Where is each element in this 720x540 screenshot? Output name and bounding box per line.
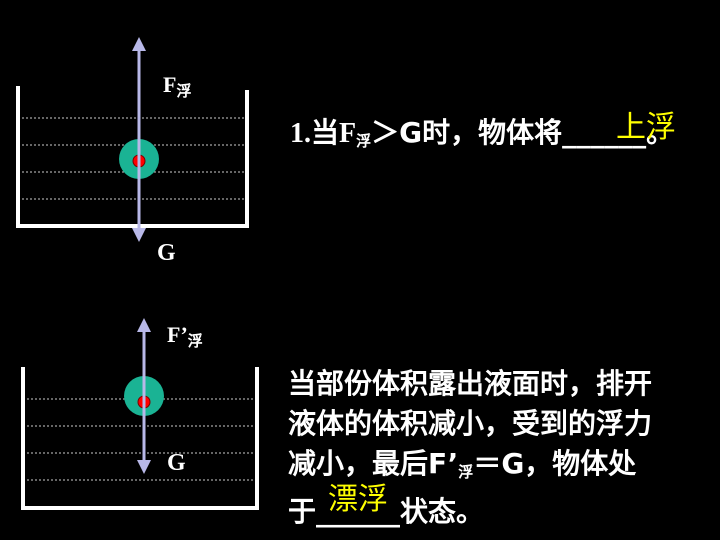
gravity-label-1: G — [157, 240, 176, 266]
question-2-line-1: 当部份体积露出液面时，排开 — [288, 367, 653, 400]
question-2-line-3: 减小，最后F’浮＝G，物体处 — [288, 447, 637, 481]
water-lines-1 — [22, 117, 244, 200]
question-1: 1.当F浮＞G时，物体将______。 — [290, 116, 675, 150]
question-2-blank: ______ — [316, 495, 401, 528]
gravity-label-2: G — [167, 450, 186, 476]
container-1 — [16, 86, 249, 228]
question-2: 当部份体积露出液面时，排开 液体的体积减小，受到的浮力 减小，最后F’浮＝G，物… — [288, 364, 712, 532]
answer-1: 上浮 — [616, 110, 676, 145]
force-arrows-2 — [137, 318, 151, 474]
answer-2: 漂浮 — [328, 482, 388, 517]
buoyant-force-label-1: F浮 — [163, 72, 192, 100]
force-arrows-1 — [132, 37, 146, 242]
buoyant-force-label-2: F’浮 — [167, 322, 203, 350]
question-2-line-4: 于______状态。 — [288, 495, 485, 528]
container-2 — [21, 367, 259, 510]
question-2-line-2: 液体的体积减小，受到的浮力 — [288, 407, 653, 440]
question-1-blank: ______ — [562, 116, 647, 149]
